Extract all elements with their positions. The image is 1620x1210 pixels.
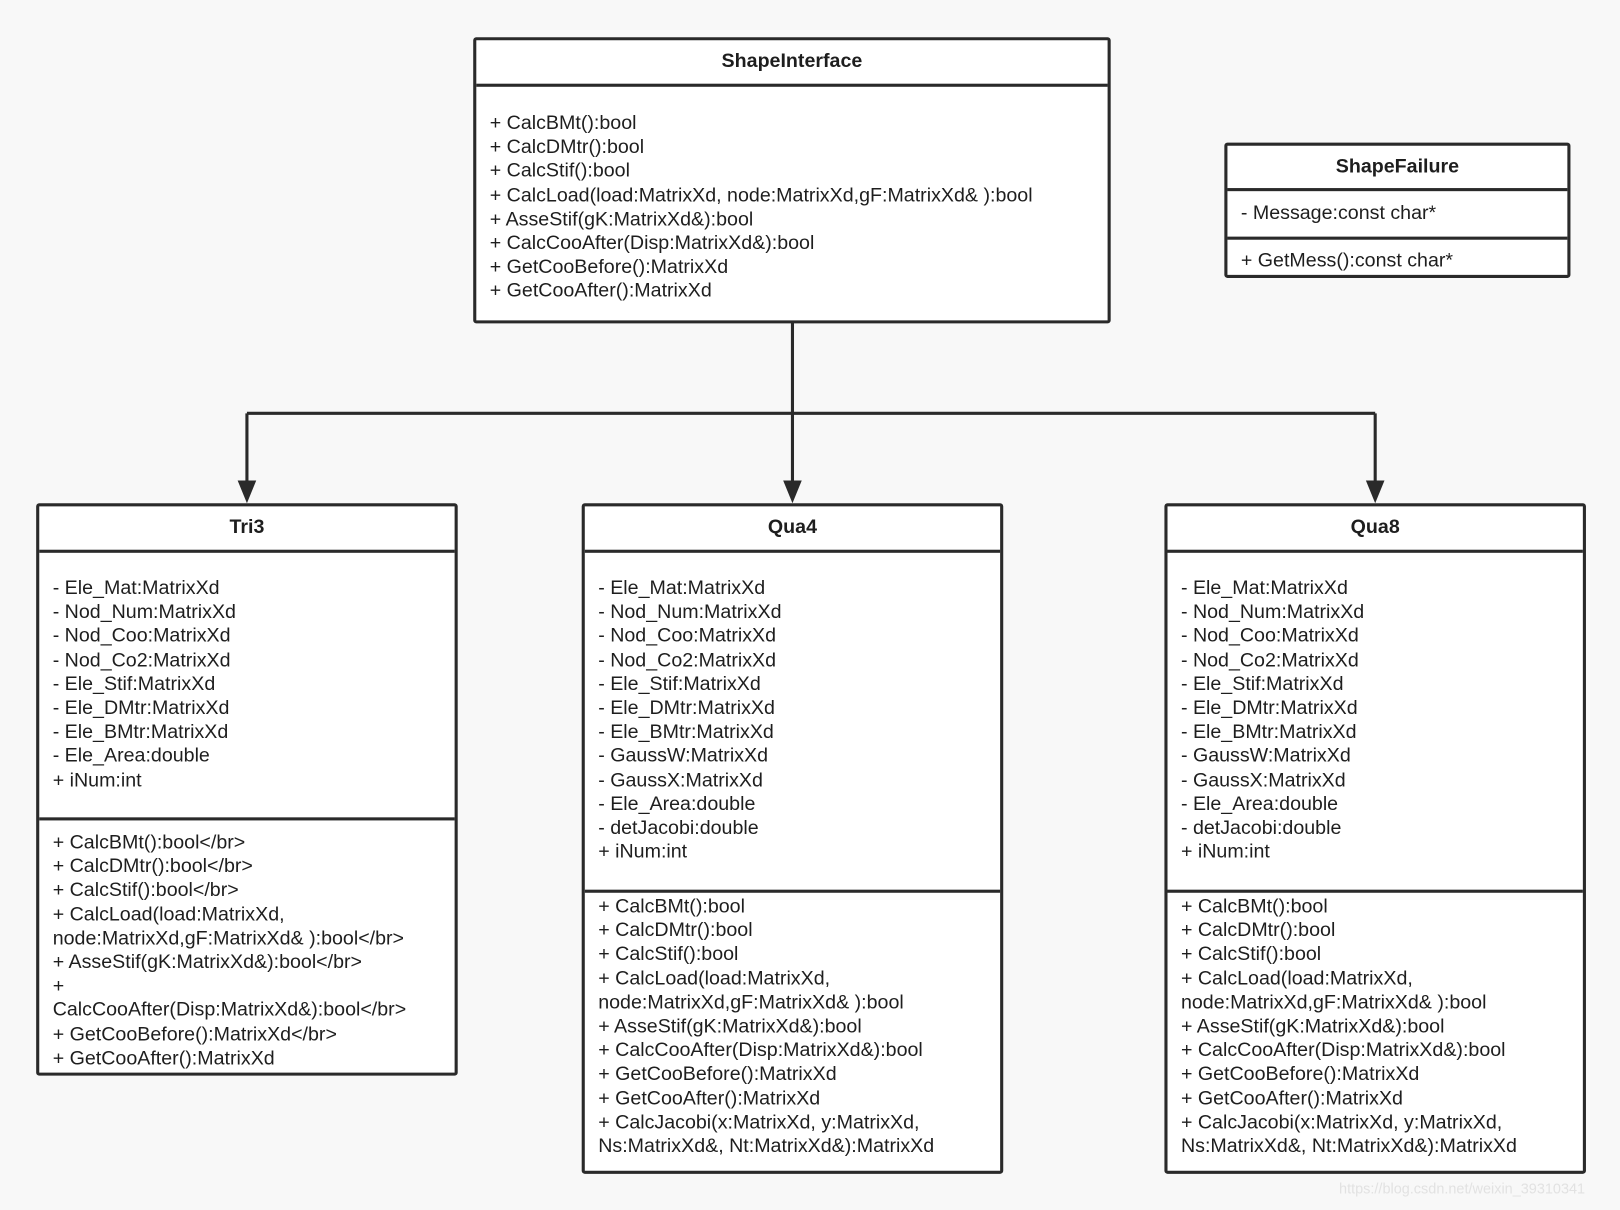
attribute-item: + iNum:int bbox=[1180, 841, 1270, 864]
operations-compartment: + GetMess():const char* bbox=[1227, 236, 1568, 273]
operation-item: + CalcLoad(load:MatrixXd, node:MatrixXd,… bbox=[598, 967, 904, 1014]
operations-compartment: + CalcBMt():bool</br>+ CalcDMtr():bool</… bbox=[39, 817, 455, 1070]
attributes-compartment: - Ele_Mat:MatrixXd- Nod_Num:MatrixXd- No… bbox=[1168, 553, 1583, 890]
operation-item: + GetCooBefore():MatrixXd bbox=[1180, 1063, 1420, 1086]
attribute-item: - detJacobi:double bbox=[1180, 817, 1342, 840]
attribute-item: - GaussW:MatrixXd bbox=[1180, 745, 1351, 768]
attributes-compartment: - Ele_Mat:MatrixXd- Nod_Num:MatrixXd- No… bbox=[585, 553, 1000, 890]
operations-compartment: + CalcBMt():bool+ CalcDMtr():bool+ CalcS… bbox=[476, 87, 1107, 304]
operation-item: + AsseStif(gK:MatrixXd&):bool bbox=[1180, 1015, 1445, 1038]
attribute-item: - detJacobi:double bbox=[598, 817, 759, 840]
operation-item: + GetCooAfter():MatrixXd bbox=[52, 1047, 275, 1070]
attribute-item: - Ele_BMtr:MatrixXd bbox=[52, 721, 229, 744]
attribute-item: + iNum:int bbox=[598, 841, 688, 864]
operations-compartment: + CalcBMt():bool+ CalcDMtr():bool+ CalcS… bbox=[1167, 889, 1583, 1159]
operation-item: + CalcLoad(load:MatrixXd, node:MatrixXd,… bbox=[1180, 967, 1487, 1014]
class-name: ShapeFailure bbox=[1227, 146, 1568, 192]
class-name: ShapeInterface bbox=[476, 40, 1108, 87]
operation-item: + GetCooBefore():MatrixXd bbox=[598, 1063, 837, 1086]
attribute-item: - Nod_Coo:MatrixXd bbox=[52, 625, 231, 648]
attribute-item: - GaussW:MatrixXd bbox=[598, 745, 769, 768]
operation-item: + CalcCooAfter(Disp:MatrixXd&):bool bbox=[489, 232, 815, 255]
operation-item: + AsseStif(gK:MatrixXd&):bool</br> bbox=[52, 951, 363, 974]
operation-item: + GetCooAfter():MatrixXd bbox=[1180, 1087, 1403, 1110]
attributes-compartment: - Message:const char* bbox=[1227, 191, 1567, 236]
attribute-item: - GaussX:MatrixXd bbox=[1180, 769, 1346, 792]
attribute-item: - Nod_Coo:MatrixXd bbox=[598, 625, 777, 648]
attribute-item: - GaussX:MatrixXd bbox=[598, 769, 763, 792]
operation-item: + GetCooBefore():MatrixXd</br> bbox=[52, 1023, 337, 1046]
class-name: Qua8 bbox=[1167, 506, 1583, 553]
attribute-item: - Ele_Mat:MatrixXd bbox=[598, 577, 766, 600]
operation-item: + CalcStif():bool bbox=[1180, 943, 1322, 966]
class-name: Qua4 bbox=[584, 506, 1001, 553]
class-shape-interface[interactable]: ShapeInterface + CalcBMt():bool+ CalcDMt… bbox=[473, 37, 1111, 324]
operation-item: + GetMess():const char* bbox=[1240, 250, 1454, 272]
attribute-item: - Ele_DMtr:MatrixXd bbox=[598, 697, 775, 720]
operation-item: + GetCooAfter():MatrixXd bbox=[489, 280, 712, 303]
operation-item: + CalcCooAfter(Disp:MatrixXd&):bool bbox=[598, 1039, 923, 1062]
attribute-item: - Ele_DMtr:MatrixXd bbox=[1180, 697, 1358, 720]
operation-item: + CalcCooAfter(Disp:MatrixXd&):bool bbox=[1180, 1039, 1506, 1062]
arrowhead-tri3 bbox=[237, 480, 257, 504]
attribute-item: - Ele_Stif:MatrixXd bbox=[1180, 673, 1344, 696]
operation-item: + CalcStif():bool bbox=[489, 160, 630, 183]
operation-item: + CalcCooAfter(Disp:MatrixXd&):bool</br> bbox=[52, 975, 407, 1022]
arrowhead-qua8 bbox=[1365, 480, 1385, 504]
attribute-item: - Ele_BMtr:MatrixXd bbox=[598, 721, 774, 744]
watermark: https://blog.csdn.net/weixin_39310341 bbox=[1339, 1180, 1586, 1197]
operation-item: + CalcDMtr():bool bbox=[489, 136, 645, 159]
attribute-item: - Nod_Num:MatrixXd bbox=[598, 601, 782, 624]
attribute-item: - Ele_Area:double bbox=[598, 793, 756, 816]
operation-item: + AsseStif(gK:MatrixXd&):bool bbox=[489, 208, 754, 231]
operation-item: + GetCooBefore():MatrixXd bbox=[489, 256, 729, 279]
class-qua8[interactable]: Qua8 - Ele_Mat:MatrixXd- Nod_Num:MatrixX… bbox=[1164, 503, 1586, 1174]
operation-item: + CalcDMtr():bool</br> bbox=[52, 855, 253, 878]
operation-item: + CalcLoad(load:MatrixXd, node:MatrixXd,… bbox=[489, 184, 1033, 207]
attribute-item: - Message:const char* bbox=[1240, 202, 1437, 225]
class-tri3[interactable]: Tri3 - Ele_Mat:MatrixXd- Nod_Num:MatrixX… bbox=[36, 503, 458, 1076]
attribute-item: - Ele_BMtr:MatrixXd bbox=[1180, 721, 1357, 744]
operation-item: + CalcDMtr():bool bbox=[598, 919, 753, 942]
attributes-compartment: - Ele_Mat:MatrixXd- Nod_Num:MatrixXd- No… bbox=[39, 553, 454, 818]
attribute-item: - Ele_Stif:MatrixXd bbox=[598, 673, 761, 696]
attribute-item: + iNum:int bbox=[52, 769, 142, 792]
class-shape-failure[interactable]: ShapeFailure - Message:const char* + Get… bbox=[1224, 142, 1571, 278]
operation-item: + CalcLoad(load:MatrixXd, node:MatrixXd,… bbox=[52, 903, 405, 950]
attribute-item: - Nod_Co2:MatrixXd bbox=[1180, 649, 1359, 672]
operation-item: + CalcBMt():bool bbox=[489, 112, 637, 135]
operation-item: + GetCooAfter():MatrixXd bbox=[598, 1087, 821, 1110]
attribute-item: - Nod_Co2:MatrixXd bbox=[598, 649, 777, 672]
attribute-item: - Ele_Mat:MatrixXd bbox=[52, 577, 220, 600]
attribute-item: - Ele_Area:double bbox=[52, 745, 210, 768]
class-name: Tri3 bbox=[39, 506, 455, 553]
attribute-item: - Ele_Area:double bbox=[1180, 793, 1339, 816]
attribute-item: - Ele_Stif:MatrixXd bbox=[52, 673, 216, 696]
attribute-item: - Ele_Mat:MatrixXd bbox=[1180, 577, 1348, 600]
arrowhead-qua4 bbox=[783, 480, 802, 504]
connector-trunk bbox=[246, 322, 1376, 415]
operation-item: + CalcStif():bool</br> bbox=[52, 879, 239, 902]
operation-item: + CalcBMt():bool bbox=[598, 895, 745, 918]
operation-item: + CalcDMtr():bool bbox=[1180, 919, 1336, 942]
attribute-item: - Nod_Num:MatrixXd bbox=[52, 601, 236, 624]
class-qua4[interactable]: Qua4 - Ele_Mat:MatrixXd- Nod_Num:MatrixX… bbox=[581, 503, 1004, 1174]
operation-item: + CalcStif():bool bbox=[598, 943, 739, 966]
operation-item: + CalcBMt():bool</br> bbox=[52, 831, 246, 854]
attribute-item: - Nod_Num:MatrixXd bbox=[1180, 601, 1365, 624]
operation-item: + CalcBMt():bool bbox=[1180, 895, 1328, 918]
operation-item: + AsseStif(gK:MatrixXd&):bool bbox=[598, 1015, 862, 1038]
operations-compartment: + CalcBMt():bool+ CalcDMtr():bool+ CalcS… bbox=[584, 889, 1001, 1159]
attribute-item: - Ele_DMtr:MatrixXd bbox=[52, 697, 230, 720]
operation-item: + CalcJacobi(x:MatrixXd, y:MatrixXd, Ns:… bbox=[598, 1111, 935, 1158]
operation-item: + CalcJacobi(x:MatrixXd, y:MatrixXd, Ns:… bbox=[1180, 1111, 1517, 1158]
attribute-item: - Nod_Co2:MatrixXd bbox=[52, 649, 231, 672]
attribute-item: - Nod_Coo:MatrixXd bbox=[1180, 625, 1359, 648]
